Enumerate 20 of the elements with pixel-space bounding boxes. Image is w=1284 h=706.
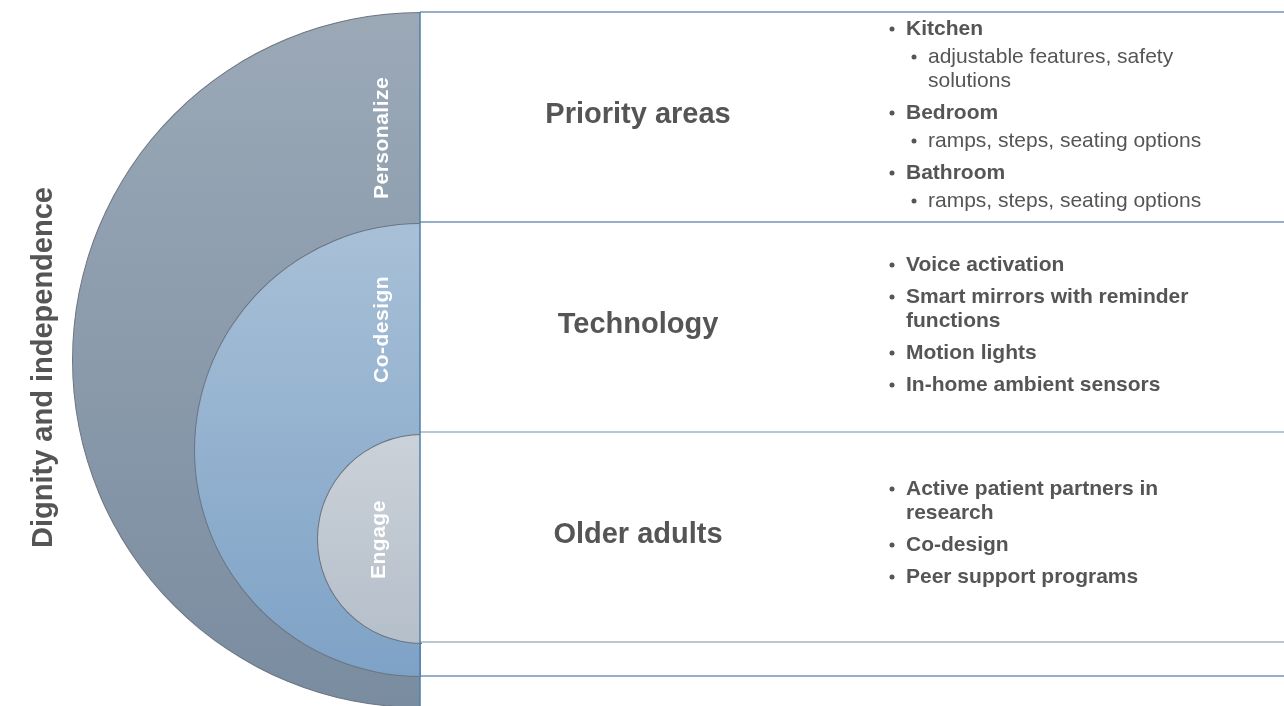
- band-label: Engage: [366, 499, 390, 582]
- row-heading: Priority areas: [544, 97, 732, 130]
- band-label: Co-design: [369, 274, 393, 385]
- sub-bullet-item: ramps, steps, seating options: [928, 188, 1202, 211]
- band-label: Personalize: [369, 75, 393, 202]
- bullet-item: Motion lights: [906, 340, 1037, 363]
- side-title: Dignity and independence: [26, 186, 59, 550]
- row-heading: Older adults: [552, 517, 724, 550]
- bullet-item: Bedroom: [906, 100, 999, 123]
- bullet-item: Voice activation: [906, 252, 1065, 275]
- bullet-item: In-home ambient sensors: [906, 372, 1161, 395]
- sub-bullet-item: adjustable features, safety solutions: [928, 44, 1174, 91]
- bullet-item: Kitchen: [906, 16, 983, 39]
- sub-bullet-item: ramps, steps, seating options: [928, 128, 1202, 151]
- bullet-item: Active patient partners in research: [906, 476, 1159, 523]
- bullet-item: Smart mirrors with reminder functions: [906, 284, 1189, 331]
- bullet-item: Co-design: [906, 532, 1009, 555]
- row-heading: Technology: [556, 307, 720, 340]
- bullet-item: Bathroom: [906, 160, 1006, 183]
- bullet-item: Peer support programs: [906, 564, 1139, 587]
